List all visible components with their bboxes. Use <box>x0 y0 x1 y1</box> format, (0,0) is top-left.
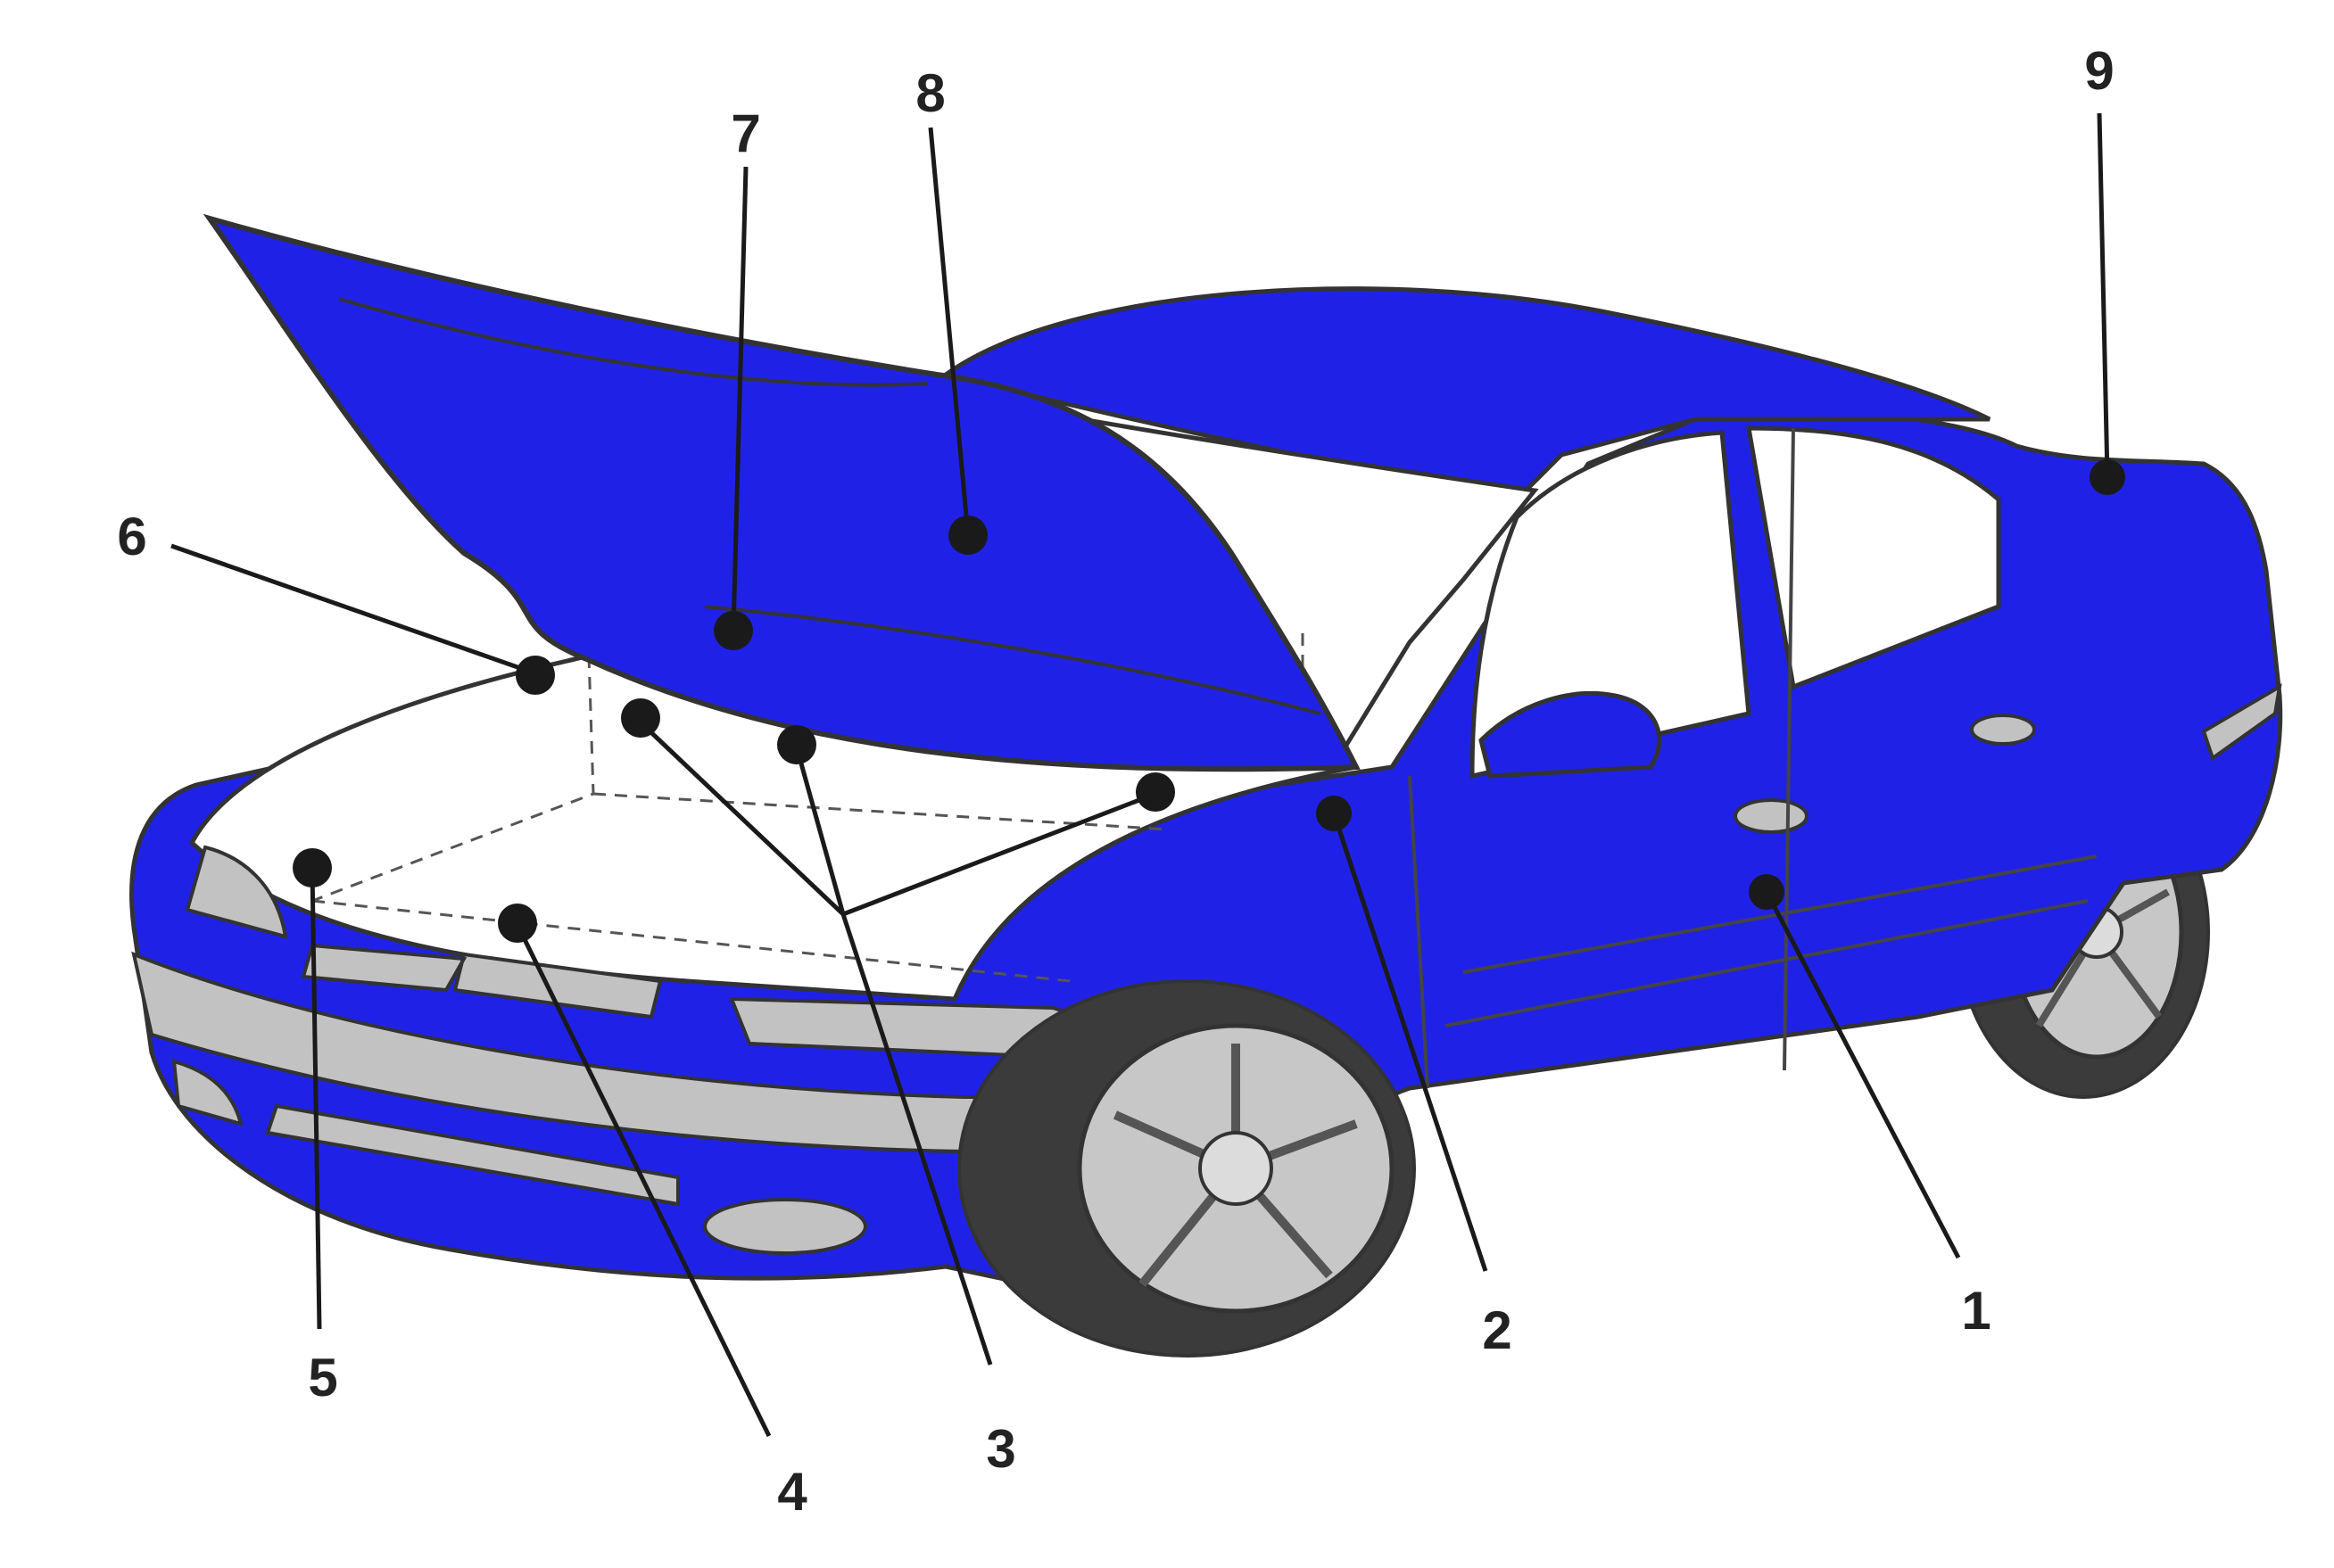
rear-side-window <box>1746 425 2001 690</box>
open-hood <box>203 213 1361 772</box>
callout-dot-3c <box>1136 772 1175 812</box>
callout-labels: 1 2 3 4 5 6 7 8 9 <box>117 41 2114 1522</box>
fog-light-left <box>171 1059 244 1126</box>
rear-door-handle <box>1970 714 2036 746</box>
leader-line-8 <box>928 127 971 536</box>
callout-dot-3a <box>621 698 660 738</box>
callout-dot-8 <box>948 516 988 555</box>
leader-line-9 <box>2097 112 2110 478</box>
callout-dot-3b <box>777 725 816 764</box>
callout-dot-2 <box>1316 796 1352 831</box>
callout-label-1: 1 <box>1961 1281 1991 1341</box>
rear-bumper <box>2201 683 2282 762</box>
callout-label-2: 2 <box>1482 1300 1511 1360</box>
callout-dot-5 <box>293 848 332 887</box>
leader-line-6 <box>170 543 536 676</box>
callout-dots <box>293 459 2125 943</box>
callout-label-7: 7 <box>731 103 760 163</box>
front-hub <box>1198 1131 1273 1206</box>
callout-label-8: 8 <box>915 63 945 123</box>
leader-line-7 <box>731 166 749 630</box>
leader-line-1 <box>1764 890 1961 1259</box>
leader-line-2 <box>1331 813 1488 1272</box>
front-door-handle <box>1734 798 1808 834</box>
callout-label-9: 9 <box>2084 41 2114 101</box>
bumper-lower-strip <box>265 1103 680 1207</box>
side-mirror <box>1478 691 1662 779</box>
callout-label-6: 6 <box>117 507 146 566</box>
callout-dot-9 <box>2090 459 2125 495</box>
callout-label-5: 5 <box>308 1348 337 1407</box>
callout-dot-1 <box>1749 874 1784 910</box>
front-rim-spokes <box>1113 1044 1358 1288</box>
callout-dot-6 <box>516 656 555 695</box>
callout-dot-4 <box>498 904 537 943</box>
hood-inner-line <box>338 297 929 387</box>
grille <box>301 943 663 1019</box>
left-headlight <box>185 845 288 939</box>
callout-lines <box>170 112 2110 1438</box>
leader-line-3 <box>639 721 1156 1366</box>
engine-bay-guides <box>311 633 1304 983</box>
leader-line-4 <box>515 923 772 1438</box>
door-seams <box>1408 427 2098 1089</box>
hood-inner-line-lower <box>704 605 1321 715</box>
fog-light-right <box>703 1198 867 1255</box>
callout-dot-7 <box>714 611 753 650</box>
callout-label-3: 3 <box>986 1419 1015 1479</box>
front-wheel <box>957 979 1416 1358</box>
callout-label-4: 4 <box>777 1462 807 1522</box>
leader-line-5 <box>310 869 322 1330</box>
